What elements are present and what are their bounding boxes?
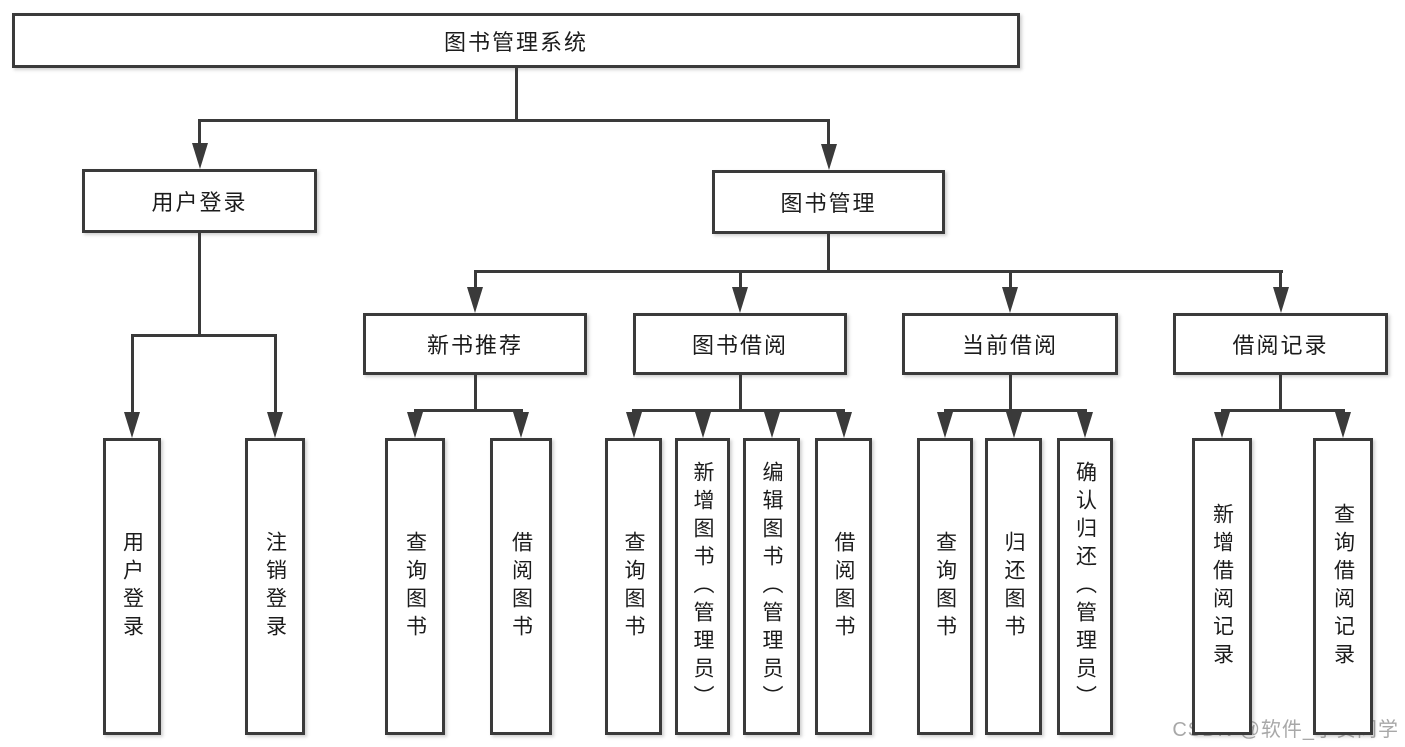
leaf-logout: 注销登录 [245,438,305,735]
leaf-confirm-return-admin-label: 确认归还（管理员） [1073,460,1097,713]
arrowhead-down-icon [1006,412,1022,438]
arrowhead-down-icon [407,412,423,438]
connector-rail [632,409,845,412]
node-user-login: 用户登录 [82,169,317,233]
leaf-query-borrow-record-label: 查询借阅记录 [1331,502,1355,671]
arrowhead-down-icon [1335,412,1351,438]
leaf-query-book-2-label: 查询图书 [622,530,645,643]
connector-stem [827,234,830,271]
arrowhead-down-icon [937,412,953,438]
arrowhead-down-icon [124,412,140,438]
connector-rail [944,409,1087,412]
connector-rail [1221,409,1345,412]
connector-drop [827,120,830,150]
leaf-edit-book-admin-label: 编辑图书（管理员） [760,460,783,713]
arrowhead-down-icon [764,412,780,438]
connector-rail [131,334,277,337]
arrowhead-down-icon [1002,287,1018,313]
connector-drop [274,335,277,418]
arrowhead-down-icon [267,412,283,438]
connector-stem [515,68,518,120]
node-borrow-records-label: 借阅记录 [1232,333,1329,358]
leaf-query-book-3-label: 查询图书 [933,530,957,643]
arrowhead-down-icon [467,287,483,313]
node-library-system-label: 图书管理系统 [443,29,588,55]
node-library-system: 图书管理系统 [12,13,1020,68]
arrowhead-down-icon [732,287,748,313]
arrowhead-down-icon [836,412,852,438]
connector-drop [198,120,201,149]
leaf-user-login-label: 用户登录 [120,530,144,643]
leaf-borrow-book-1-label: 借阅图书 [509,530,533,643]
connector-stem [474,375,477,410]
connector-drop [1279,271,1282,293]
arrowhead-down-icon [1214,412,1230,438]
node-book-management-label: 图书管理 [780,191,877,216]
node-current-borrowing-label: 当前借阅 [961,333,1058,358]
connector-drop [474,271,477,293]
node-new-book-recommend: 新书推荐 [363,313,587,375]
node-current-borrowing: 当前借阅 [902,313,1118,375]
arrowhead-down-icon [1273,287,1289,313]
arrowhead-down-icon [1077,412,1093,438]
arrowhead-down-icon [513,412,529,438]
arrowhead-down-icon [695,412,711,438]
leaf-edit-book-admin: 编辑图书（管理员） [743,438,800,735]
leaf-confirm-return-admin: 确认归还（管理员） [1057,438,1113,735]
leaf-borrow-book-2: 借阅图书 [815,438,872,735]
leaf-query-book-1-label: 查询图书 [403,530,427,643]
connector-drop [739,271,742,293]
node-borrow-records: 借阅记录 [1173,313,1388,375]
connector-stem [1009,375,1012,410]
connector-rail [414,409,523,412]
node-user-login-label: 用户登录 [151,190,248,215]
connector-stem [739,375,742,410]
leaf-query-borrow-record: 查询借阅记录 [1313,438,1373,735]
arrowhead-down-icon [626,412,642,438]
connector-rail [198,119,830,122]
arrowhead-down-icon [192,143,208,169]
connector-drop [131,335,134,418]
leaf-add-borrow-record-label: 新增借阅记录 [1210,502,1234,671]
node-book-management: 图书管理 [712,170,945,234]
leaf-add-book-admin-label: 新增图书（管理员） [691,460,714,713]
connector-drop [1009,271,1012,293]
node-new-book-recommend-label: 新书推荐 [426,333,523,358]
leaf-query-book-3: 查询图书 [917,438,973,735]
leaf-borrow-book-2-label: 借阅图书 [832,530,855,643]
leaf-return-book-label: 归还图书 [1002,530,1025,643]
node-book-borrowing-label: 图书借阅 [691,333,788,358]
leaf-borrow-book-1: 借阅图书 [490,438,552,735]
leaf-add-book-admin: 新增图书（管理员） [675,438,730,735]
connector-rail [474,270,1283,273]
leaf-user-login: 用户登录 [103,438,161,735]
leaf-add-borrow-record: 新增借阅记录 [1192,438,1252,735]
leaf-return-book: 归还图书 [985,438,1042,735]
arrowhead-down-icon [821,144,837,170]
connector-stem [1279,375,1282,410]
connector-stem [198,233,201,335]
node-book-borrowing: 图书借阅 [633,313,847,375]
leaf-logout-label: 注销登录 [263,530,287,643]
leaf-query-book-2: 查询图书 [605,438,662,735]
leaf-query-book-1: 查询图书 [385,438,445,735]
